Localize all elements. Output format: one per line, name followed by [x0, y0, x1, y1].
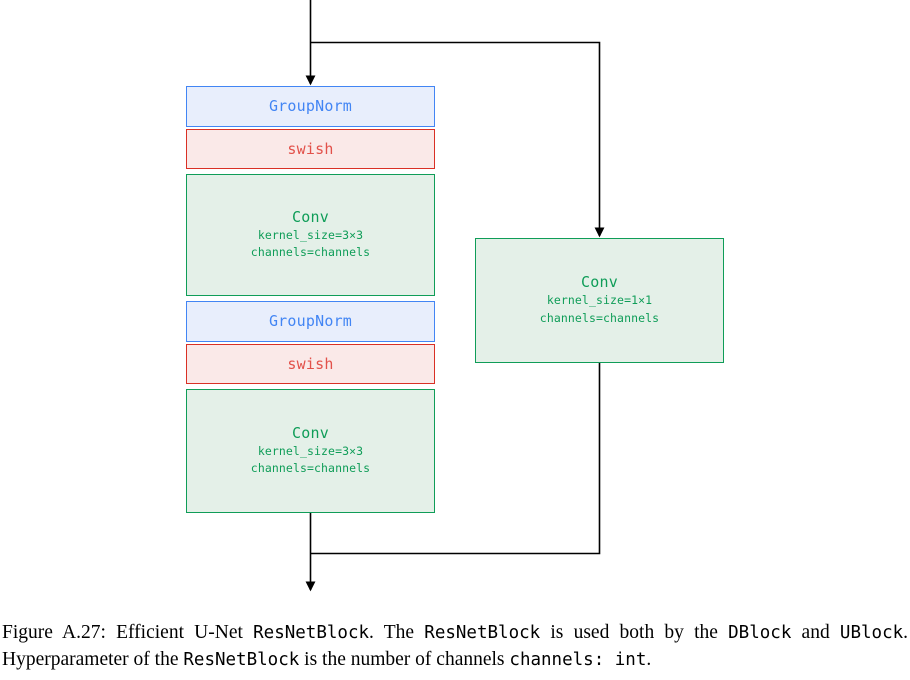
caption-code-ublock: UBlock [839, 623, 904, 643]
figure-caption: Figure A.27: Efficient U-Net ResNetBlock… [2, 620, 908, 673]
caption-code-channels-int: channels: int [509, 649, 647, 670]
node-param-channels: channels=channels [250, 461, 371, 476]
node-title: Conv [581, 273, 618, 292]
node-param-channels: channels=channels [539, 310, 660, 325]
node-param-kernel-size: kernel_size=1×1 [546, 293, 653, 308]
node-param-kernel-size: kernel_size=3×3 [257, 227, 364, 242]
caption-text: is the number of channels [299, 648, 510, 670]
caption-text: is used both by the [540, 622, 729, 643]
node-title: GroupNorm [268, 97, 353, 116]
caption-code-resnetblock: ResNetBlock [424, 623, 541, 643]
caption-text: . [646, 648, 652, 670]
node-conv-1[interactable]: Conv kernel_size=3×3 channels=channels [186, 174, 435, 296]
node-conv-skip[interactable]: Conv kernel_size=1×1 channels=channels [475, 238, 724, 363]
node-conv-2[interactable]: Conv kernel_size=3×3 channels=channels [186, 389, 435, 513]
node-param-kernel-size: kernel_size=3×3 [257, 443, 364, 458]
caption-text: . Hyperparameter of the [2, 622, 909, 670]
node-groupnorm-1[interactable]: GroupNorm [186, 86, 435, 127]
caption-text: and [791, 622, 840, 643]
node-title: swish [287, 139, 334, 158]
wire-skip-branch-in [310, 41, 605, 238]
node-swish-1[interactable]: swish [186, 129, 435, 169]
node-title: GroupNorm [268, 312, 353, 331]
caption-text: . The [369, 622, 425, 643]
caption-text: Efficient U-Net [105, 622, 254, 643]
node-param-channels: channels=channels [250, 245, 371, 260]
figure-resnetblock-diagram: GroupNorm swish Conv kernel_size=3×3 cha… [186, 0, 724, 592]
wire-skip-branch-out [310, 363, 601, 555]
node-swish-2[interactable]: swish [186, 344, 435, 384]
caption-label: Figure A.27: [2, 622, 106, 643]
node-title: swish [287, 354, 334, 373]
caption-code-dblock: DBlock [728, 623, 792, 643]
node-title: Conv [292, 207, 329, 226]
connector-wires [305, 0, 605, 592]
caption-code-resnetblock: ResNetBlock [253, 623, 370, 643]
node-title: Conv [292, 423, 329, 442]
caption-code-resnetblock: ResNetBlock [183, 649, 300, 670]
node-groupnorm-2[interactable]: GroupNorm [186, 301, 435, 342]
